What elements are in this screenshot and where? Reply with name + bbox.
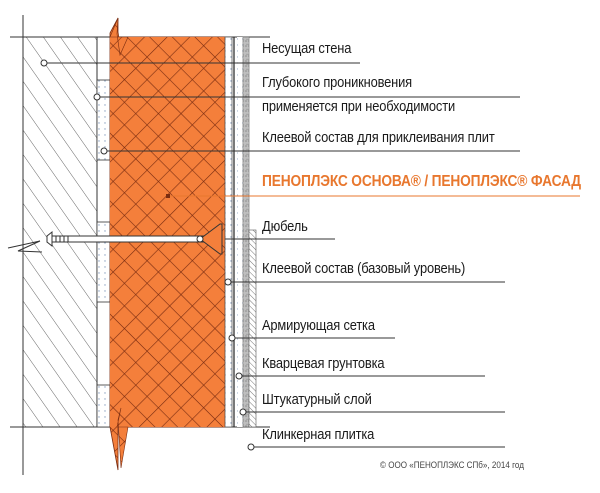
label-deep-penetration-line2: применяется при необходимости xyxy=(262,98,455,115)
label-plaster-layer: Штукатурный слой xyxy=(262,391,372,408)
label-adhesive-boards: Клеевой состав для приклеивания плит xyxy=(262,129,495,146)
insulation-board xyxy=(109,17,226,471)
load-bearing-wall xyxy=(0,36,98,428)
facade-layers xyxy=(224,36,257,428)
label-clinker-tile: Клинкерная плитка xyxy=(262,426,375,443)
label-quartz-primer: Кварцевая грунтовка xyxy=(262,355,385,372)
label-deep-penetration-line1: Глубокого проникновения xyxy=(262,74,412,91)
dowel xyxy=(46,223,223,255)
label-load-bearing-wall: Несущая стена xyxy=(262,40,352,57)
label-adhesive-base: Клеевой состав (базовый уровень) xyxy=(262,260,466,277)
adhesive-strips xyxy=(96,79,111,428)
label-dowel: Дюбель xyxy=(262,218,308,235)
leader-lines xyxy=(40,59,580,451)
label-product-name: ПЕНОПЛЭКС ОСНОВА® / ПЕНОПЛЭКС® ФАСАД xyxy=(262,173,581,190)
copyright-text: © ООО «ПЕНОПЛЭКС СПб», 2014 год xyxy=(380,460,524,471)
label-reinforcing-mesh: Армирующая сетка xyxy=(262,317,375,334)
